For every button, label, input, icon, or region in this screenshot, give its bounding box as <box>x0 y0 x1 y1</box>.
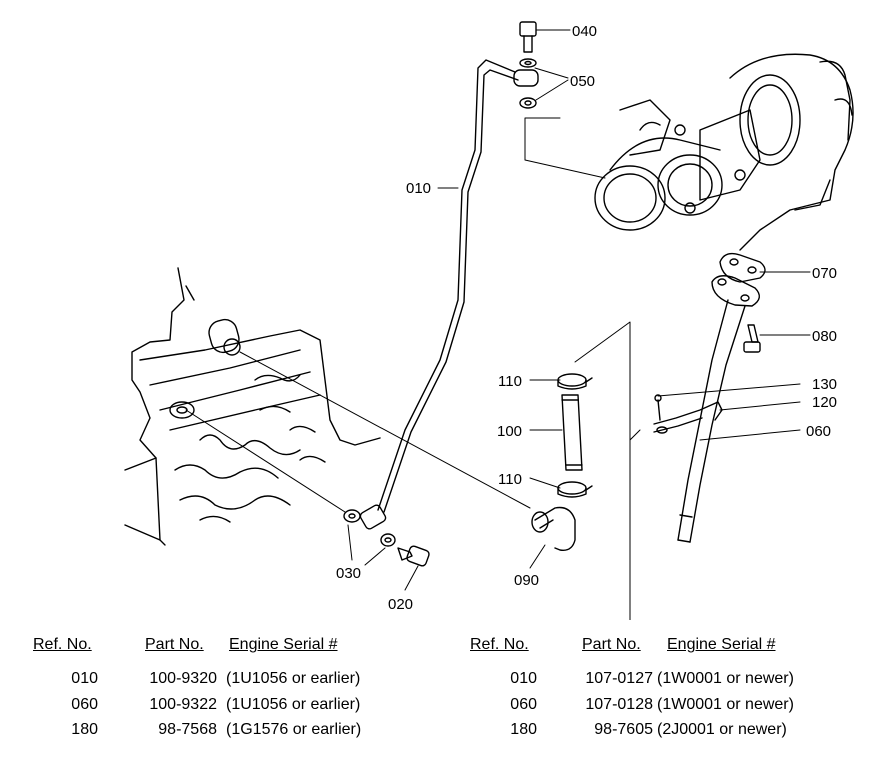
bolt-080 <box>743 324 761 353</box>
engine-serial-cell: (1G1576 or earlier) <box>226 721 362 738</box>
ref-no-cell: 180 <box>71 721 98 738</box>
header-ref-no: Ref. No. <box>470 636 529 653</box>
ref-no-cell: 060 <box>510 696 537 713</box>
header-ref-no: Ref. No. <box>33 636 92 653</box>
callout-060: 060 <box>806 423 831 440</box>
header-engine-serial: Engine Serial # <box>667 636 776 653</box>
callout-040: 040 <box>572 23 597 40</box>
banjo-bolt-top <box>513 21 539 109</box>
return-hose-assembly <box>531 373 593 551</box>
ref-no-cell: 180 <box>510 721 537 738</box>
callout-130: 130 <box>812 376 837 393</box>
part-no-cell: 107-0128 <box>585 696 653 713</box>
part-no-cell: 100-9322 <box>149 696 217 713</box>
drain-gaskets <box>711 252 766 307</box>
engine-serial-cell: (2J0001 or newer) <box>657 721 787 738</box>
clamp-assembly <box>653 394 723 434</box>
callout-020: 020 <box>388 596 413 613</box>
callout-120: 120 <box>812 394 837 411</box>
part-no-cell: 98-7568 <box>158 721 217 738</box>
parts-table-right: Ref. No. Part No. Engine Serial # 010 10… <box>440 630 880 760</box>
leader-lines <box>185 117 641 620</box>
lower-banjo-fittings <box>343 509 430 567</box>
engine-serial-cell: (1W0001 or newer) <box>657 670 794 687</box>
oil-drain-pipe <box>677 299 746 543</box>
engine-serial-cell: (1U1056 or earlier) <box>226 670 361 687</box>
ref-no-cell: 010 <box>510 670 537 687</box>
part-no-cell: 107-0127 <box>585 670 653 687</box>
callout-leaders <box>347 29 811 591</box>
part-no-cell: 100-9320 <box>149 670 217 687</box>
part-no-cell: 98-7605 <box>594 721 653 738</box>
oil-feed-pipe <box>359 59 519 530</box>
callout-080: 080 <box>812 328 837 345</box>
callout-110-bottom: 110 <box>498 471 522 488</box>
callout-110-top: 110 <box>498 373 522 390</box>
engine-block <box>124 267 381 546</box>
header-engine-serial: Engine Serial # <box>229 636 338 653</box>
parts-table-left: Ref. No. Part No. Engine Serial # 010 10… <box>0 630 440 760</box>
callout-050: 050 <box>570 73 595 90</box>
callout-030: 030 <box>336 565 361 582</box>
callout-010: 010 <box>406 180 431 197</box>
header-part-no: Part No. <box>582 636 641 653</box>
callout-100: 100 <box>497 423 522 440</box>
ref-no-cell: 060 <box>71 696 98 713</box>
exploded-parts-diagram: 040 050 010 070 080 130 120 060 110 100 … <box>124 21 854 620</box>
ref-no-cell: 010 <box>71 670 98 687</box>
header-part-no: Part No. <box>145 636 204 653</box>
callout-070: 070 <box>812 265 837 282</box>
engine-serial-cell: (1W0001 or newer) <box>657 696 794 713</box>
turbocharger <box>594 53 854 251</box>
callout-090: 090 <box>514 572 539 589</box>
engine-serial-cell: (1U1056 or earlier) <box>226 696 361 713</box>
